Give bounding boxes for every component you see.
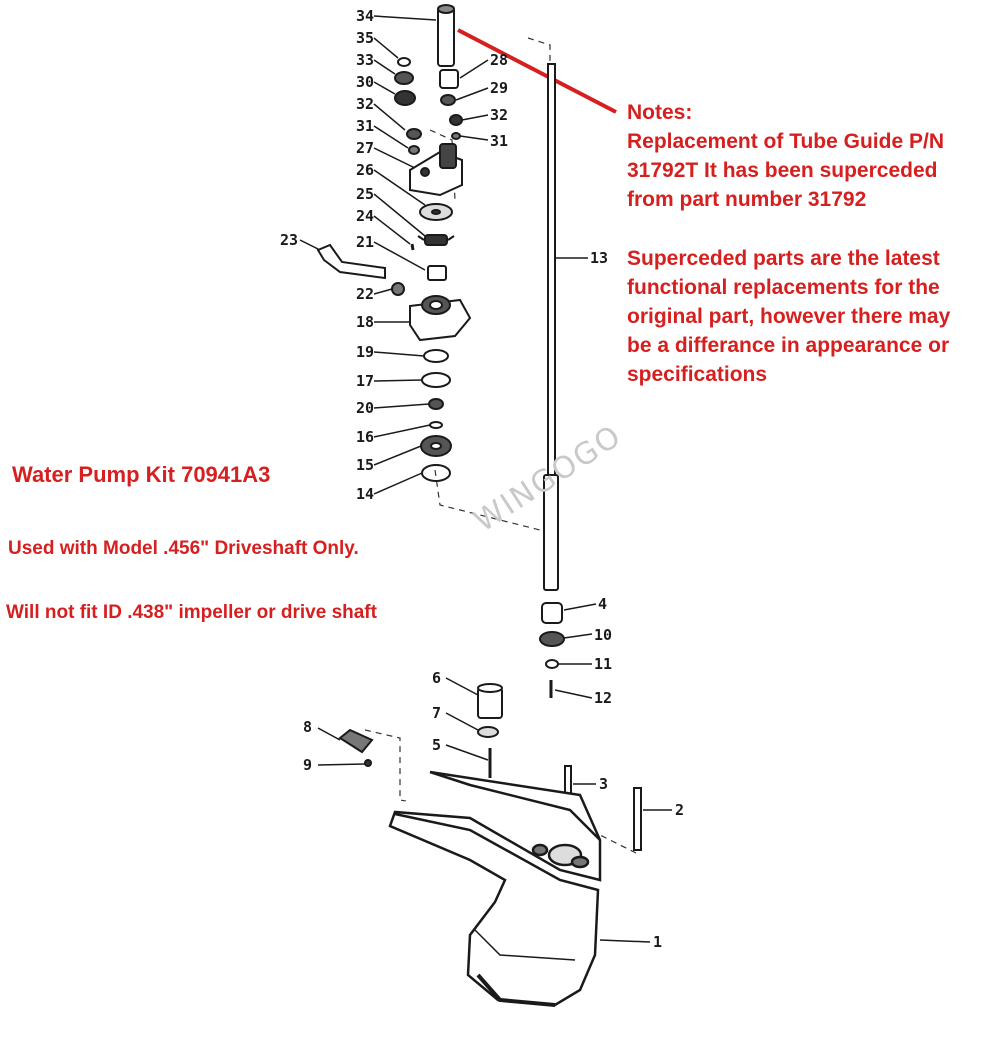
callout-30: 30 <box>356 73 374 91</box>
notes-line: from part number 31792 <box>627 188 867 211</box>
callout-6: 6 <box>432 669 441 687</box>
kit-title: Water Pump Kit 70941A3 <box>12 462 271 487</box>
pump-cover-part-27 <box>409 143 463 197</box>
callout-27: 27 <box>356 139 374 157</box>
superceded-line: functional replacements for the <box>627 276 940 299</box>
callout-11: 11 <box>594 655 612 673</box>
small-parts-right <box>439 69 463 140</box>
rings-stack <box>420 349 452 482</box>
callout-20: 20 <box>356 399 374 417</box>
callout-32-left: 32 <box>356 95 374 113</box>
notes-heading: Notes: <box>627 101 693 124</box>
callout-29: 29 <box>490 79 508 97</box>
gear-housing-part-1 <box>388 770 602 1007</box>
superceded-line: be a differance in appearance or <box>627 334 950 357</box>
callout-2: 2 <box>675 801 684 819</box>
notes-line: Replacement of Tube Guide P/N <box>627 130 944 153</box>
callout-14: 14 <box>356 485 374 503</box>
callout-12: 12 <box>594 689 612 707</box>
callout-21: 21 <box>356 233 374 251</box>
callout-8: 8 <box>303 718 312 736</box>
callout-7: 7 <box>432 704 441 722</box>
callout-15: 15 <box>356 456 374 474</box>
callout-9: 9 <box>303 756 312 774</box>
callout-28: 28 <box>490 51 508 69</box>
callout-19: 19 <box>356 343 374 361</box>
lower-shaft-parts <box>539 602 565 698</box>
callout-1: 1 <box>653 933 662 951</box>
driveshaft-part-13 <box>543 63 559 591</box>
kit-usage-note: Used with Model .456" Driveshaft Only. <box>8 538 359 559</box>
kit-fit-note: Will not fit ID .438" impeller or drive … <box>6 602 377 623</box>
anode-parts <box>338 728 374 767</box>
small-parts-left <box>394 57 422 155</box>
callout-22: 22 <box>356 285 374 303</box>
callout-31-left: 31 <box>356 117 374 135</box>
callout-13: 13 <box>590 249 608 267</box>
tube-guide-part-34 <box>437 4 455 67</box>
callout-10: 10 <box>594 626 612 644</box>
callout-17: 17 <box>356 372 374 390</box>
center-parts <box>477 683 503 778</box>
callout-32-right: 32 <box>490 106 508 124</box>
callout-18: 18 <box>356 313 374 331</box>
superceded-parts-notes: Superceded parts are the latest function… <box>627 244 950 389</box>
callout-35: 35 <box>356 29 374 47</box>
callout-31-right: 31 <box>490 132 508 150</box>
callout-numbers: 34 35 33 30 32 31 27 26 25 24 21 23 22 1… <box>280 7 684 951</box>
callout-3: 3 <box>599 775 608 793</box>
notes-line: 31792T It has been superceded <box>627 159 938 182</box>
callout-23: 23 <box>280 231 298 249</box>
callout-26: 26 <box>356 161 374 179</box>
pump-housing-part-18 <box>409 295 472 342</box>
superceded-line: original part, however there may <box>627 305 951 328</box>
callout-25: 25 <box>356 185 374 203</box>
notes-pointer-line <box>457 28 617 114</box>
impeller-stack <box>410 203 455 281</box>
callout-leaders <box>299 15 672 943</box>
callout-4: 4 <box>598 595 607 613</box>
callout-34: 34 <box>356 7 374 25</box>
superceded-line: Superceded parts are the latest <box>627 247 940 270</box>
callout-16: 16 <box>356 428 374 446</box>
tube-guide-notes: Notes: Replacement of Tube Guide P/N 317… <box>627 98 944 214</box>
callout-24: 24 <box>356 207 374 225</box>
callout-33: 33 <box>356 51 374 69</box>
superceded-line: specifications <box>627 363 768 386</box>
callout-5: 5 <box>432 736 441 754</box>
